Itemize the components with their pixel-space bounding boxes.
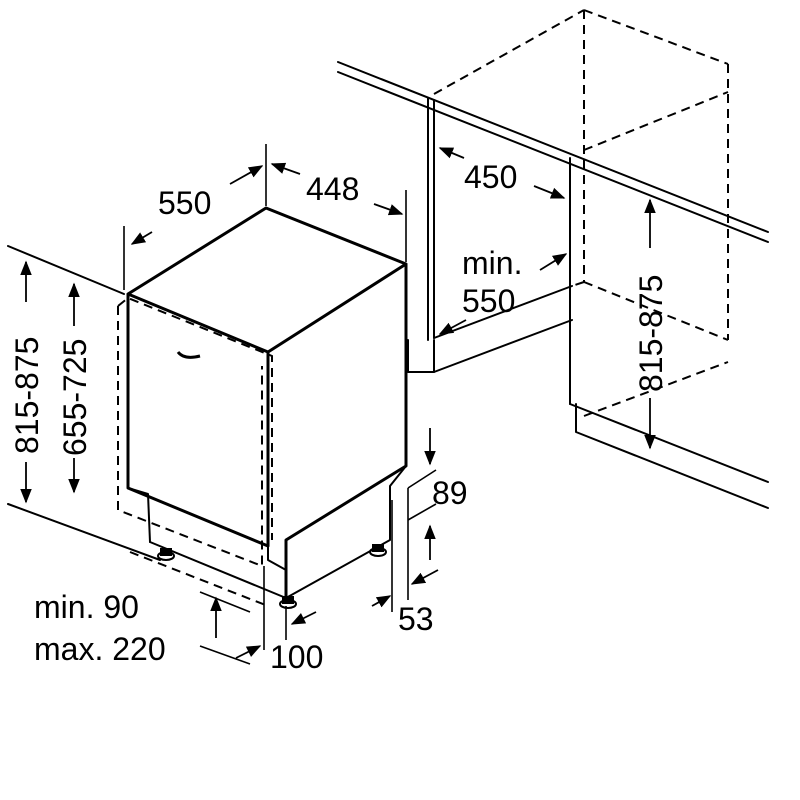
wall-cabinet-outline (433, 9, 729, 417)
door-handle (176, 351, 201, 359)
label-depth-550: 550 (158, 185, 211, 221)
floor-lines (7, 245, 269, 607)
label-plinth-89: 89 (432, 475, 468, 511)
label-niche-height: 815-875 (633, 275, 669, 392)
door-panel-outline (117, 296, 273, 568)
dishwasher (117, 206, 408, 609)
label-door-gap-max: max. 220 (34, 631, 166, 667)
dishwasher-top (126, 206, 408, 354)
dishwasher-right-side (284, 264, 408, 598)
dim-cabinet-450 (438, 147, 566, 199)
dim-foot-100 (235, 566, 317, 659)
label-door-gap-min: min. 90 (34, 589, 139, 625)
niche-left-wall (407, 97, 573, 373)
label-min: min. (462, 245, 522, 281)
label-width-448: 448 (306, 171, 359, 207)
label-plinth-53: 53 (398, 601, 434, 637)
dim-depth-550 (123, 144, 267, 290)
label-height-655-725: 655-725 (57, 339, 93, 456)
label-height-815-875: 815-875 (9, 337, 45, 454)
dim-plinth-89-53 (371, 428, 439, 612)
label-foot-100: 100 (270, 639, 323, 675)
feet (157, 544, 387, 609)
dishwasher-front (126, 294, 270, 548)
countertop (337, 61, 769, 243)
dim-door-gap (199, 591, 251, 665)
label-min-depth-550: 550 (462, 283, 515, 319)
niche-right-wall (569, 157, 769, 509)
dim-width-448 (270, 162, 407, 262)
label-cabinet-450: 450 (464, 159, 517, 195)
dim-min-550 (438, 253, 568, 335)
